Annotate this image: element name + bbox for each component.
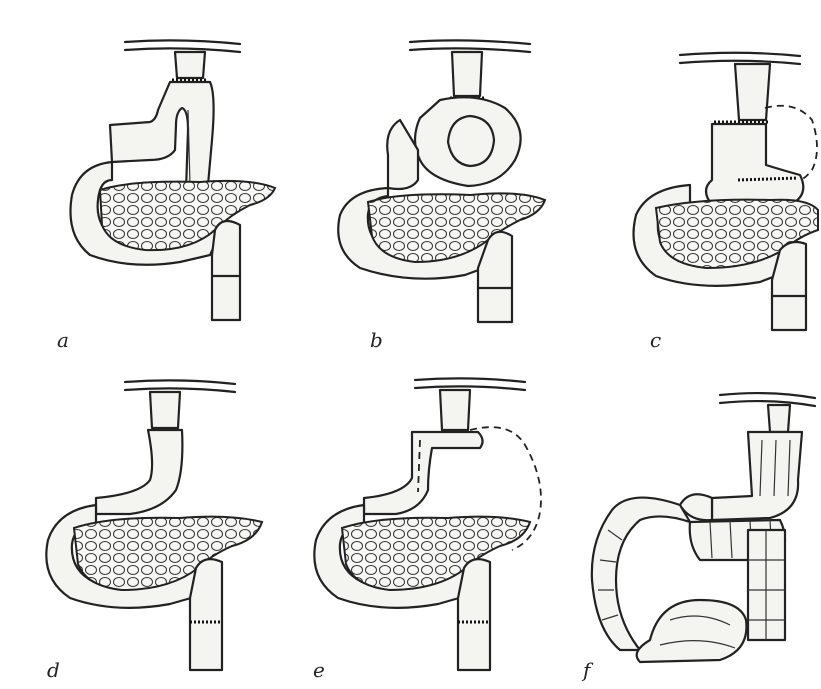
panel-label-e: e bbox=[313, 658, 325, 682]
panel-d: d bbox=[46, 380, 262, 682]
panel-b: b bbox=[338, 40, 545, 352]
panel-e: e bbox=[313, 378, 541, 682]
panel-label-f: f bbox=[581, 658, 594, 682]
panel-label-a: a bbox=[57, 328, 69, 352]
panel-label-c: c bbox=[650, 328, 661, 352]
panel-a: a bbox=[57, 40, 275, 352]
panel-f: f bbox=[581, 393, 815, 682]
panel-label-b: b bbox=[370, 328, 383, 352]
panel-label-d: d bbox=[47, 658, 60, 682]
panel-c: c bbox=[634, 53, 819, 352]
